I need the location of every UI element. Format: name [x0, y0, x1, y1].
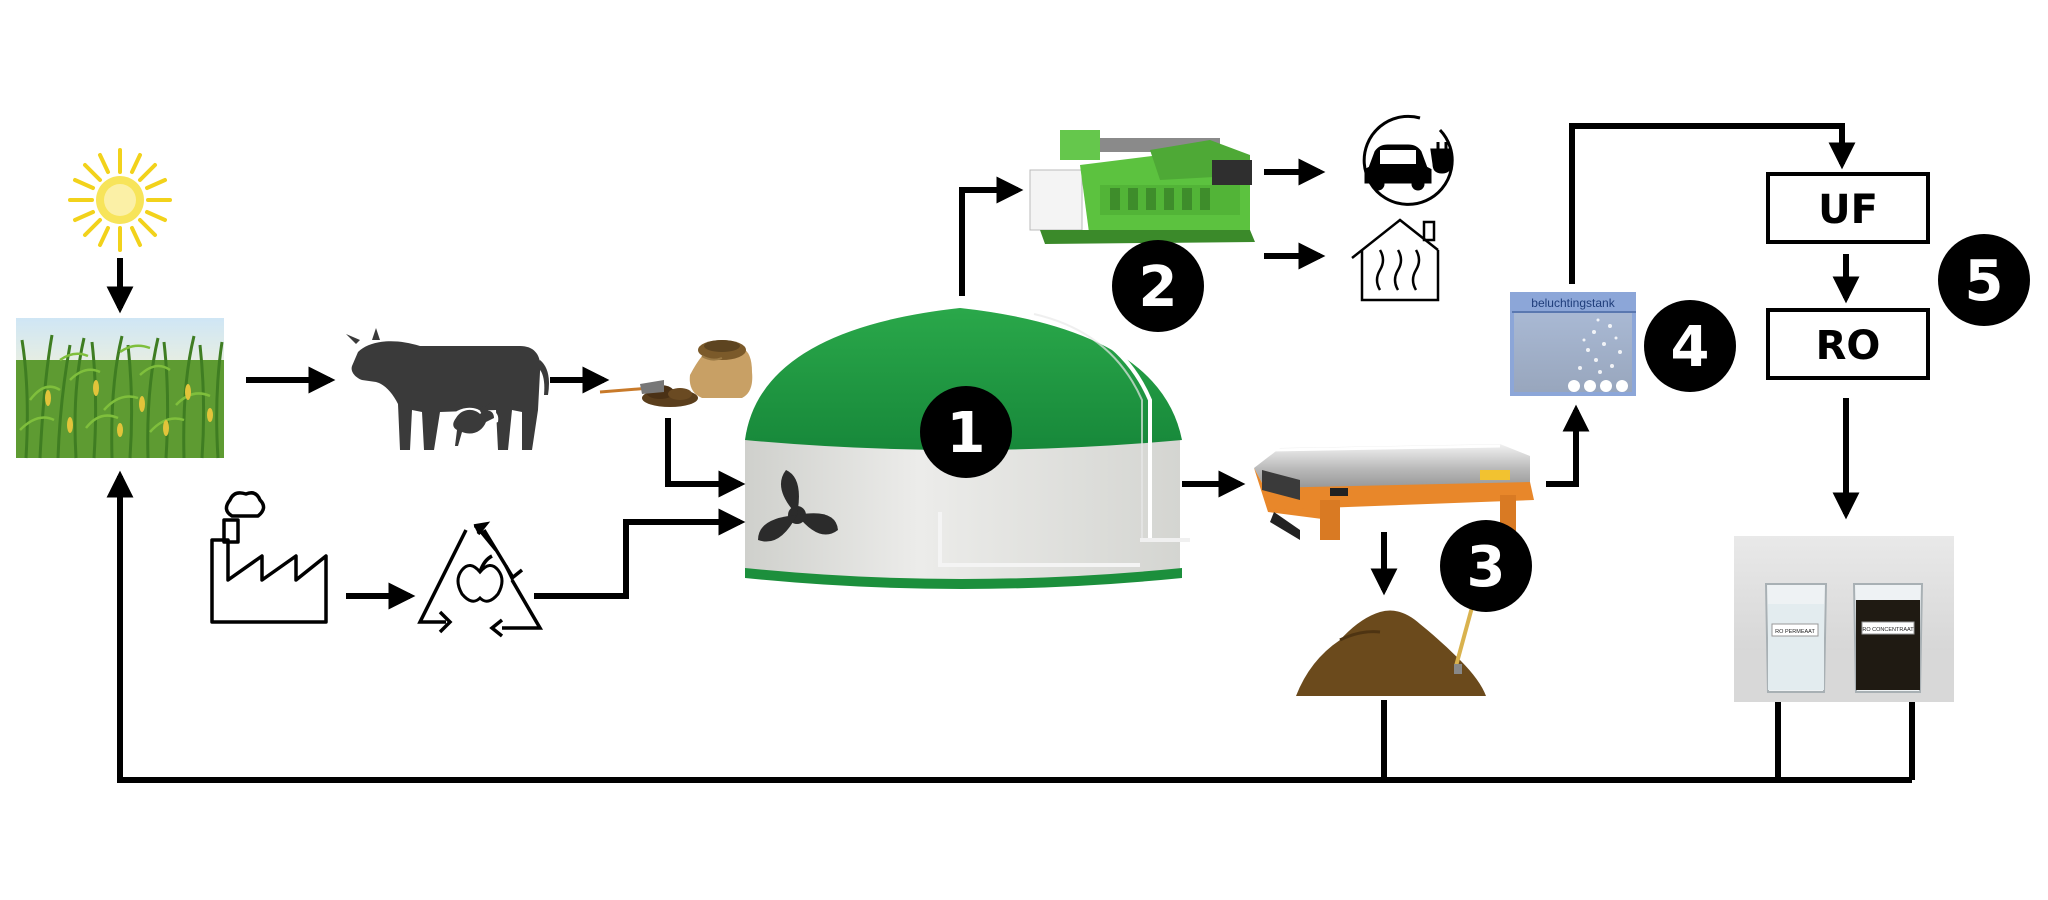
- uf-label: UF: [1818, 187, 1878, 233]
- decanter-centrifuge-image: [1254, 444, 1534, 540]
- arrow-recycle-to-digester: [534, 508, 746, 599]
- arrow-tank-to-uf: [1569, 123, 1856, 284]
- arrow-decanter-to-tank: [1546, 404, 1590, 487]
- electric-car-plug-icon: [1362, 114, 1454, 206]
- aeration-tank-image: beluchtingstank: [1510, 292, 1636, 396]
- uf-box: UF: [1766, 172, 1930, 244]
- chp-generator-image: [1029, 130, 1255, 244]
- cow-chicken-icon: [346, 328, 549, 450]
- step-badge-3: 3: [1440, 520, 1532, 612]
- manure-sack-icon: [599, 340, 753, 407]
- arrow-digester-to-chp: [959, 176, 1024, 296]
- step-badge-5: 5: [1938, 234, 2030, 326]
- ro-label: RO: [1816, 323, 1881, 369]
- ro-box: RO: [1766, 308, 1930, 380]
- house-heating-icon: [1351, 218, 1440, 302]
- flow-arrows: [106, 123, 1915, 783]
- step-3-number: 3: [1467, 535, 1506, 600]
- step-badge-2: 2: [1112, 240, 1204, 332]
- step-1-number: 1: [947, 401, 986, 466]
- sun-icon: [68, 148, 172, 252]
- step-4-number: 4: [1671, 315, 1710, 380]
- step-badge-1: 1: [920, 386, 1012, 478]
- arrow-manure-to-digester: [665, 418, 746, 498]
- concentrate-label: RO CONCENTRAAT: [1862, 627, 1914, 633]
- step-badge-4: 4: [1644, 300, 1736, 392]
- recycle-apple-icon: [417, 521, 544, 638]
- propeller-icon: [758, 470, 838, 542]
- step-5-number: 5: [1965, 249, 2004, 314]
- digestate-pile-image: [1296, 599, 1486, 696]
- corn-field-image: [16, 318, 224, 459]
- factory-icon: [210, 491, 328, 624]
- permeate-concentrate-beakers-image: RO PERMEAAT RO CONCENTRAAT: [1734, 536, 1954, 702]
- step-2-number: 2: [1139, 255, 1178, 320]
- permeate-label: RO PERMEAAT: [1775, 629, 1815, 635]
- return-line-to-field: [106, 470, 1912, 783]
- aeration-tank-label: beluchtingstank: [1531, 296, 1615, 310]
